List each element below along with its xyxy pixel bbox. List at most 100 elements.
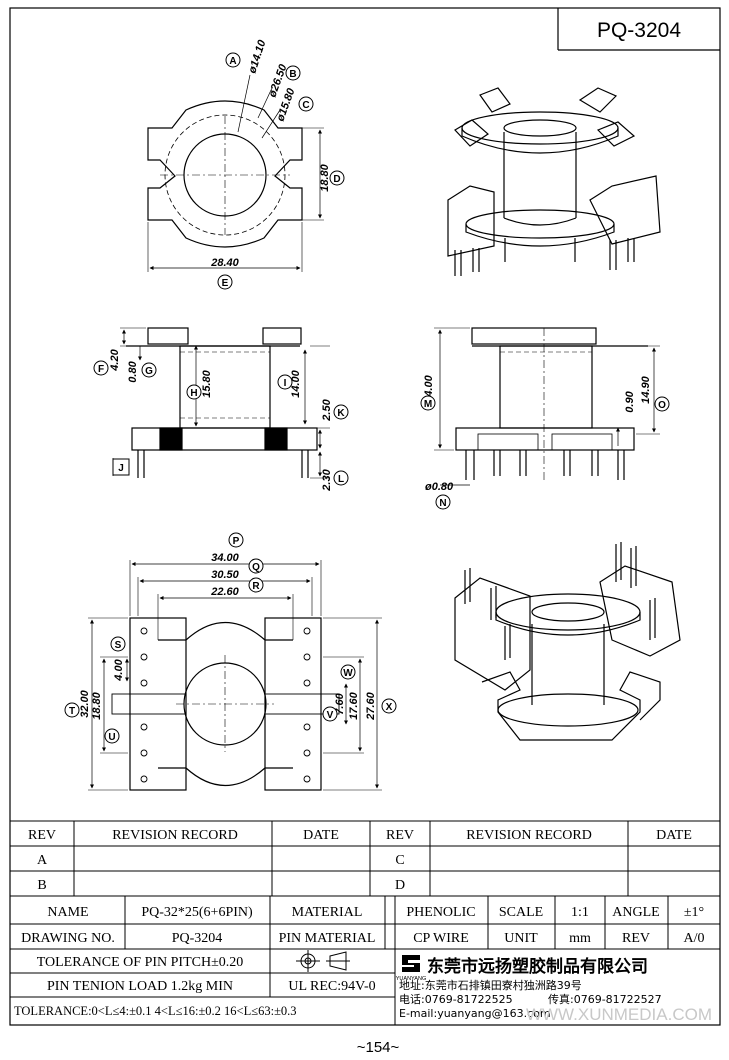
- material-label: MATERIAL: [292, 905, 363, 920]
- revision-table-text: REV REVISION RECORD DATE REV REVISION RE…: [28, 828, 692, 893]
- bubble-m: M: [420, 395, 436, 411]
- pin-pitch-tolerance: TOLERANCE OF PIN PITCH±0.20: [37, 955, 244, 970]
- svg-text:R: R: [252, 581, 260, 592]
- top-view: [147, 74, 324, 272]
- svg-text:V: V: [327, 710, 334, 721]
- company-phone: 电话:0769-81722525: [399, 993, 513, 1006]
- svg-text:B: B: [289, 69, 296, 80]
- rev-row-d: D: [395, 878, 405, 893]
- dim-t: 32.00: [79, 689, 91, 717]
- bubble-i: I: [277, 374, 293, 390]
- rev-row-c: C: [395, 853, 404, 868]
- dim-g: 0.80: [127, 360, 139, 382]
- rev-row-b: B: [37, 878, 46, 893]
- bubble-k: K: [333, 404, 349, 420]
- pin-material-label: PIN MATERIAL: [279, 931, 376, 946]
- watermark: WWW.XUNMEDIA.COM: [526, 1005, 712, 1024]
- svg-text:W: W: [343, 668, 353, 679]
- svg-text:I: I: [284, 378, 287, 389]
- svg-text:X: X: [386, 702, 393, 713]
- dim-f: 4.20: [109, 348, 121, 371]
- svg-text:N: N: [439, 498, 446, 509]
- revision-record-header-2: REVISION RECORD: [466, 828, 592, 843]
- dim-s: 4.00: [113, 658, 125, 681]
- bubble-s: S: [110, 636, 126, 652]
- front-view-annotations: 4.20 0.80 15.80 14.00 2.50 2.30 F G H I …: [93, 348, 349, 492]
- company-email: E-mail:yuanyang@163.com: [399, 1007, 551, 1020]
- bubble-r: R: [248, 577, 264, 593]
- revision-table: [10, 820, 720, 897]
- rev-label: REV: [622, 931, 650, 946]
- top-view-annotations: ø14.10 ø26.50 ø15.80 18.80 28.40 A B C D…: [210, 38, 345, 290]
- bubble-e: E: [217, 274, 233, 290]
- company-fax: 传真:0769-81722527: [548, 992, 662, 1006]
- dim-h: 15.80: [201, 369, 213, 397]
- pin-material-value: CP WIRE: [413, 931, 469, 946]
- dim-x: 27.60: [365, 691, 377, 720]
- drawing-no-label: DRAWING NO.: [21, 931, 115, 946]
- dim-d-a: ø14.10: [246, 38, 268, 75]
- bubble-h: H: [186, 384, 202, 400]
- iso-view-bottom: [454, 542, 681, 741]
- company-address: 地址:东莞市石排镇田寮村独洲路39号: [399, 978, 582, 992]
- bubble-q: Q: [248, 558, 264, 574]
- bottom-view: [88, 560, 382, 791]
- part-number-box: PQ-3204: [557, 8, 720, 51]
- svg-text:S: S: [115, 640, 122, 651]
- bubble-a: A: [225, 52, 241, 68]
- rev-header-2: REV: [386, 828, 414, 843]
- bubble-n: N: [435, 494, 451, 510]
- angle-value: ±1°: [684, 905, 704, 920]
- bubble-t: T: [64, 702, 80, 718]
- dim-p: 34.00: [211, 552, 239, 564]
- svg-text:U: U: [108, 732, 115, 743]
- svg-text:O: O: [658, 400, 666, 411]
- rev-value: A/0: [684, 931, 705, 946]
- unit-value: mm: [569, 931, 591, 946]
- revision-record-header-1: REVISION RECORD: [112, 828, 238, 843]
- svg-text:E: E: [222, 278, 229, 289]
- svg-text:C: C: [302, 100, 309, 111]
- rev-header-1: REV: [28, 828, 56, 843]
- bubble-x: X: [381, 698, 397, 714]
- unit-label: UNIT: [504, 931, 538, 946]
- bubble-f: F: [93, 360, 109, 376]
- drawing-no-value: PQ-3204: [172, 931, 223, 946]
- material-value: PHENOLIC: [406, 905, 475, 920]
- dim-n: ø0.80: [425, 481, 454, 493]
- svg-text:Q: Q: [252, 562, 260, 573]
- dim-v: 7.60: [334, 692, 346, 714]
- ul-rec: UL REC:94V-0: [288, 979, 375, 994]
- sheet-border: [9, 7, 721, 1026]
- bottom-view-annotations: 34.00 30.50 22.60 4.00 32.00 18.80 7.60 …: [64, 532, 397, 744]
- dim-height: 18.80: [319, 163, 331, 191]
- bubble-u: U: [104, 728, 120, 744]
- dim-q: 30.50: [211, 569, 239, 581]
- svg-text:J: J: [118, 463, 124, 474]
- part-number: PQ-3204: [597, 19, 681, 42]
- dim-k: 2.50: [321, 398, 333, 421]
- dim-l: 2.30: [321, 468, 333, 491]
- dim-o: 14.90: [640, 375, 652, 403]
- svg-text:M: M: [424, 399, 432, 410]
- scale-value: 1:1: [571, 905, 589, 920]
- dim-u: 18.80: [91, 691, 103, 719]
- date-header-2: DATE: [656, 828, 692, 843]
- company-logo-text: YUANYANG: [396, 976, 426, 982]
- rev-row-a: A: [37, 853, 48, 868]
- dim-i: 14.00: [290, 369, 302, 397]
- name-label: NAME: [47, 905, 88, 920]
- bubble-j: J: [112, 458, 130, 476]
- scale-label: SCALE: [499, 905, 543, 920]
- projection-symbol-icon: [296, 950, 350, 972]
- svg-text:K: K: [337, 408, 345, 419]
- angle-label: ANGLE: [612, 905, 659, 920]
- iso-view-top: [447, 87, 661, 276]
- dim-width: 28.40: [210, 257, 239, 269]
- bubble-l: L: [333, 470, 349, 486]
- page-number: ~154~: [357, 1039, 400, 1056]
- bubble-b: B: [285, 65, 301, 81]
- svg-text:G: G: [145, 366, 153, 377]
- svg-text:P: P: [233, 536, 240, 547]
